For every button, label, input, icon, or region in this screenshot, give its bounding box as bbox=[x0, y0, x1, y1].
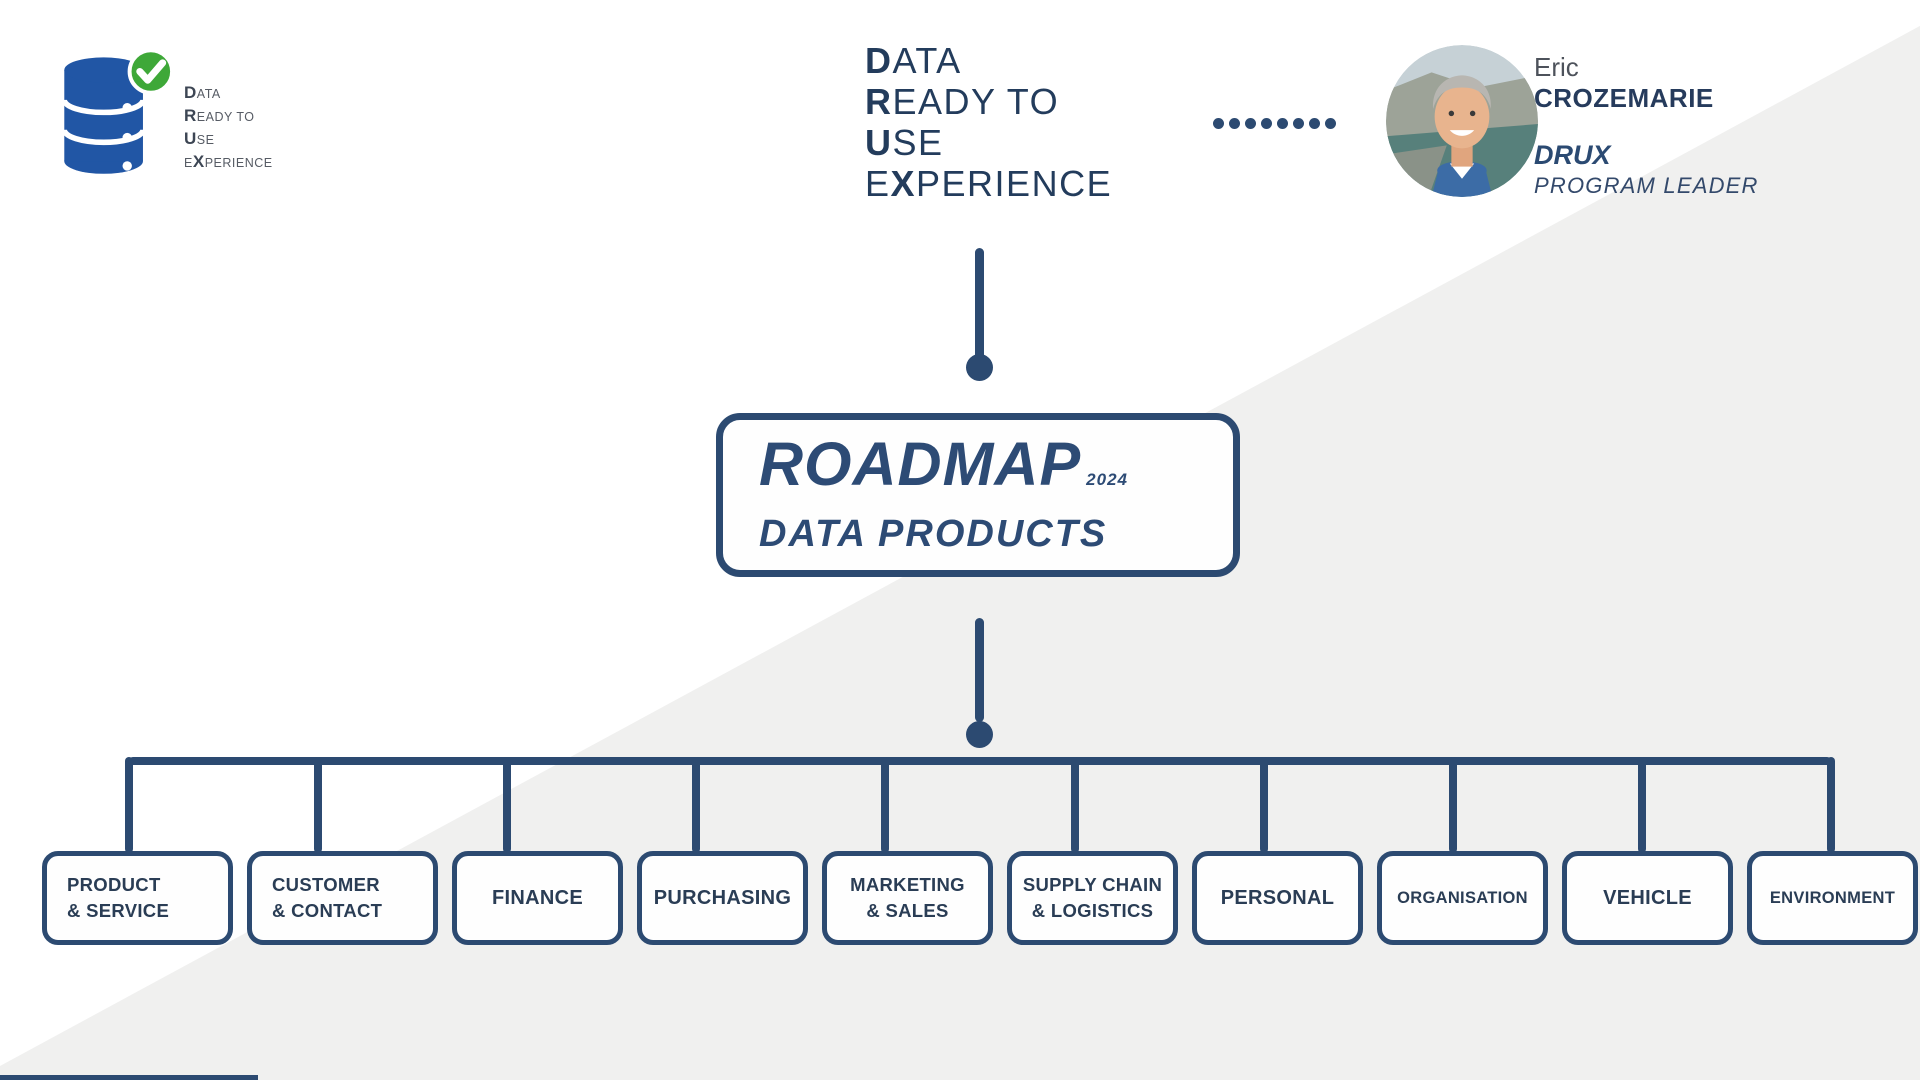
profile-last-name: CROZEMARIE bbox=[1534, 83, 1714, 113]
connector-drop bbox=[1448, 757, 1457, 853]
portrait-photo bbox=[1386, 45, 1538, 197]
connector-drop bbox=[1259, 757, 1268, 853]
category-box-finance: FINANCE bbox=[452, 851, 623, 945]
database-check-icon bbox=[58, 44, 176, 189]
org-chart-connector bbox=[125, 757, 1835, 853]
connector-drop bbox=[1827, 757, 1835, 853]
category-box-environment: ENVIRONMENT bbox=[1747, 851, 1918, 945]
title-line: USE bbox=[865, 122, 944, 163]
connector-drop bbox=[1637, 757, 1646, 853]
connector-dot-bottom bbox=[966, 721, 993, 748]
profile-role: PROGRAM LEADER bbox=[1534, 173, 1759, 198]
category-box-purchasing: PURCHASING bbox=[637, 851, 808, 945]
connector-drop bbox=[692, 757, 701, 853]
profile-first-name: Eric bbox=[1534, 52, 1579, 82]
connector-drop bbox=[314, 757, 323, 853]
connector-drop bbox=[1070, 757, 1079, 853]
category-box-product-service: PRODUCT & SERVICE bbox=[42, 851, 233, 945]
dotted-line-icon bbox=[1213, 118, 1336, 129]
roadmap-subtitle: DATA PRODUCTS bbox=[759, 513, 1108, 555]
title-line: READY TO bbox=[865, 81, 1060, 122]
logo-line: EXPERIENCE bbox=[184, 152, 273, 171]
connector-horizontal-bar bbox=[129, 757, 1831, 765]
connector-stem-bottom bbox=[975, 618, 984, 722]
bottom-left-accent-bar bbox=[0, 1075, 258, 1080]
profile-text-block: Eric CROZEMARIE DRUX PROGRAM LEADER bbox=[1534, 52, 1759, 200]
category-box-supply-chain-logistics: SUPPLY CHAIN & LOGISTICS bbox=[1007, 851, 1178, 945]
logo-line: DATA bbox=[184, 83, 221, 102]
connector-drop bbox=[125, 757, 133, 853]
connector-drop bbox=[503, 757, 512, 853]
title-line: EXPERIENCE bbox=[865, 163, 1113, 204]
connector-dot-top bbox=[966, 354, 993, 381]
profile-organisation: DRUX bbox=[1534, 140, 1611, 170]
logo-line: READY TO bbox=[184, 106, 255, 125]
logo-wordmark: DATA READY TO USE EXPERIENCE bbox=[184, 82, 273, 174]
page-title: DATA READY TO USE EXPERIENCE bbox=[865, 40, 1112, 204]
title-line: DATA bbox=[865, 40, 962, 81]
connector-stem-top bbox=[975, 248, 984, 360]
category-box-marketing-sales: MARKETING & SALES bbox=[822, 851, 993, 945]
logo-line: USE bbox=[184, 129, 215, 148]
drux-logo: DATA READY TO USE EXPERIENCE bbox=[58, 44, 273, 189]
category-box-personal: PERSONAL bbox=[1192, 851, 1363, 945]
connector-drop bbox=[881, 757, 890, 853]
category-box-customer-contact: CUSTOMER & CONTACT bbox=[247, 851, 438, 945]
category-box-vehicle: VEHICLE bbox=[1562, 851, 1733, 945]
category-row: PRODUCT & SERVICE CUSTOMER & CONTACT FIN… bbox=[42, 851, 1918, 945]
category-box-organisation: ORGANISATION bbox=[1377, 851, 1548, 945]
roadmap-year: 2024 bbox=[1086, 470, 1128, 489]
